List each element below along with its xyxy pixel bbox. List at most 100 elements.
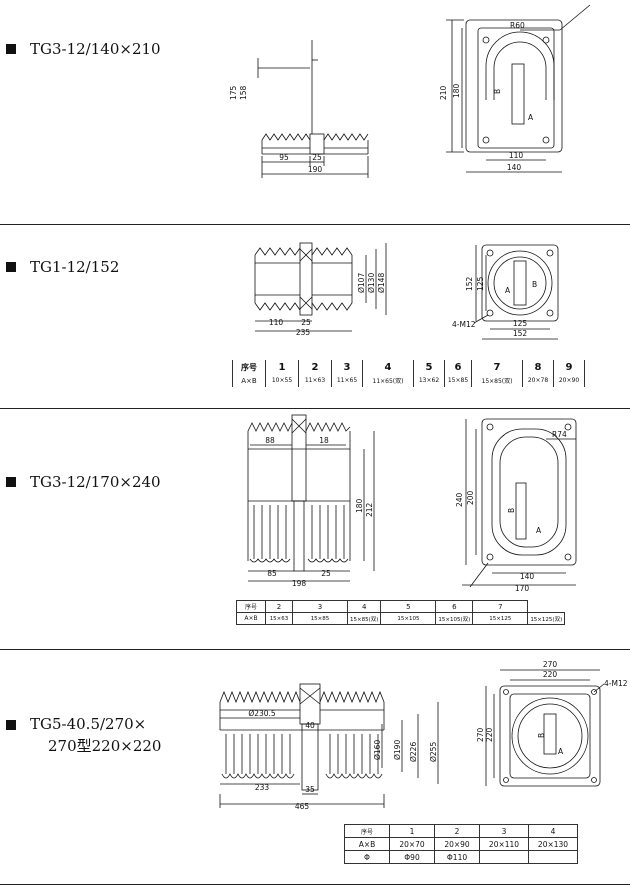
- front-view-drawing: Ø107 Ø130 Ø148 110 25 235: [254, 242, 387, 337]
- table-header: 5: [380, 600, 437, 613]
- dim-465: 465: [295, 802, 310, 811]
- label-r74: R74: [552, 430, 567, 439]
- dim-95: 95: [279, 153, 289, 162]
- size-table: 序号 2 3 4 5 6 7 A×B 15×63 15×85 15×85(双) …: [236, 600, 566, 625]
- table-header: 1: [389, 824, 435, 838]
- table-row-label: A×B: [344, 837, 390, 851]
- table-header: 4: [362, 360, 414, 374]
- table-header: 6: [435, 600, 474, 613]
- dim-140: 140: [520, 572, 535, 581]
- table-header: 4: [528, 824, 578, 838]
- bullet-icon: [6, 262, 16, 272]
- table-row-label: A×B: [236, 612, 266, 625]
- bullet-icon: [6, 720, 16, 730]
- dim-270: 270: [543, 660, 558, 669]
- table-cell: 15×85(双): [346, 612, 382, 625]
- dim-180: 180: [452, 83, 461, 98]
- table-header: 序号: [344, 824, 390, 838]
- label-b: B: [493, 89, 502, 94]
- dim-220: 220: [543, 670, 558, 679]
- section-divider: [0, 649, 630, 650]
- product-title: TG3-12/140×210: [30, 40, 161, 58]
- table-cell: 15×63: [265, 612, 293, 625]
- top-view-drawing: R60 210 180 110 140 A B: [439, 4, 591, 173]
- table-cell: 20×78: [522, 374, 554, 387]
- dim-110: 110: [269, 318, 284, 327]
- table-cell: 11×63: [298, 374, 332, 387]
- table-header: 3: [479, 824, 529, 838]
- dim-175: 175: [229, 85, 238, 100]
- dim-25: 25: [312, 153, 322, 162]
- product-title: TG5-40.5/270× 270型220×220: [30, 713, 161, 757]
- size-table: 序号 1 2 3 4 5 6 7 8 9 A×B 10×55 11×63 11×…: [232, 360, 585, 387]
- table-cell: 11×65(双): [362, 374, 414, 387]
- table-header: 2: [434, 824, 480, 838]
- dim-210: 210: [439, 85, 448, 100]
- dim-18: 18: [319, 436, 329, 445]
- table-row-label: A×B: [232, 374, 266, 387]
- table-cell: 20×110: [479, 837, 529, 851]
- section-tg1-152: TG1-12/152 Ø107 Ø130 Ø148 110 25 235: [0, 225, 630, 409]
- dim-198: 198: [292, 579, 307, 588]
- label-b: B: [507, 508, 516, 513]
- dim-d226: Ø226: [409, 742, 418, 762]
- front-view-drawing: 175 158 95 25 190: [229, 40, 369, 178]
- table-header: 5: [413, 360, 445, 374]
- dim-125: 125: [513, 319, 528, 328]
- dim-240: 240: [455, 492, 464, 507]
- table-header: 3: [292, 600, 348, 613]
- dim-152: 152: [513, 329, 528, 338]
- bullet-icon: [6, 44, 16, 54]
- dim-d107: Ø107: [357, 273, 366, 293]
- top-view-drawing: 270 220 270 220 4-M12 A B: [476, 660, 628, 787]
- dim-88: 88: [265, 436, 275, 445]
- section-divider: [0, 884, 630, 885]
- dim-40: 40: [305, 721, 315, 730]
- table-header: 6: [444, 360, 472, 374]
- label-b: B: [537, 733, 546, 738]
- table-cell: [528, 850, 578, 864]
- table-cell: 15×85: [444, 374, 472, 387]
- table-cell: 20×130: [528, 837, 578, 851]
- dim-d230-5: Ø230.5: [248, 709, 276, 718]
- section-divider: [0, 408, 630, 409]
- dim-200: 200: [466, 490, 475, 505]
- label-r60: R60: [510, 21, 525, 30]
- label-a: A: [505, 286, 511, 295]
- top-view-drawing: 152 125 125 152 4-M12 A B: [452, 244, 559, 340]
- table-header: 序号: [232, 360, 266, 374]
- section-tg5-270x270: TG5-40.5/270× 270型220×220: [0, 650, 630, 889]
- bullet-icon: [6, 477, 16, 487]
- size-table: 序号 1 2 3 4 A×B 20×70 20×90 20×110 20×130…: [344, 824, 578, 864]
- top-view-drawing: R74 240 200 140 170 A B: [455, 418, 577, 593]
- dim-212: 212: [365, 502, 374, 517]
- table-header: 2: [265, 600, 293, 613]
- table-cell: 13×62: [413, 374, 445, 387]
- table-cell: 15×85: [292, 612, 348, 625]
- label-4-m12: 4-M12: [452, 320, 476, 329]
- dim-d190: Ø190: [393, 740, 402, 760]
- table-cell: 11×65: [331, 374, 363, 387]
- product-title-line2: 270型220×220: [48, 737, 162, 755]
- table-header: 9: [553, 360, 585, 374]
- table-header: 1: [265, 360, 299, 374]
- dim-85: 85: [267, 569, 277, 578]
- table-header: 序号: [236, 600, 266, 613]
- dim-220-vertical: 220: [485, 727, 494, 742]
- label-b: B: [532, 280, 537, 289]
- front-view-drawing: 88 18 180 212 85 25 198: [247, 414, 375, 588]
- table-cell: 15×105: [380, 612, 437, 625]
- table-cell: 15×125(双): [527, 612, 566, 625]
- dim-235: 235: [296, 328, 311, 337]
- dim-190: 190: [308, 165, 323, 174]
- table-row-label: Φ: [344, 850, 390, 864]
- table-header: 2: [298, 360, 332, 374]
- dim-180: 180: [355, 498, 364, 513]
- table-cell: 20×70: [389, 837, 435, 851]
- table-cell: 20×90: [553, 374, 585, 387]
- dim-d255: Ø255: [429, 742, 438, 762]
- dim-25: 25: [321, 569, 331, 578]
- table-header: 7: [472, 600, 529, 613]
- dim-d148: Ø148: [377, 273, 386, 293]
- dim-25: 25: [301, 318, 311, 327]
